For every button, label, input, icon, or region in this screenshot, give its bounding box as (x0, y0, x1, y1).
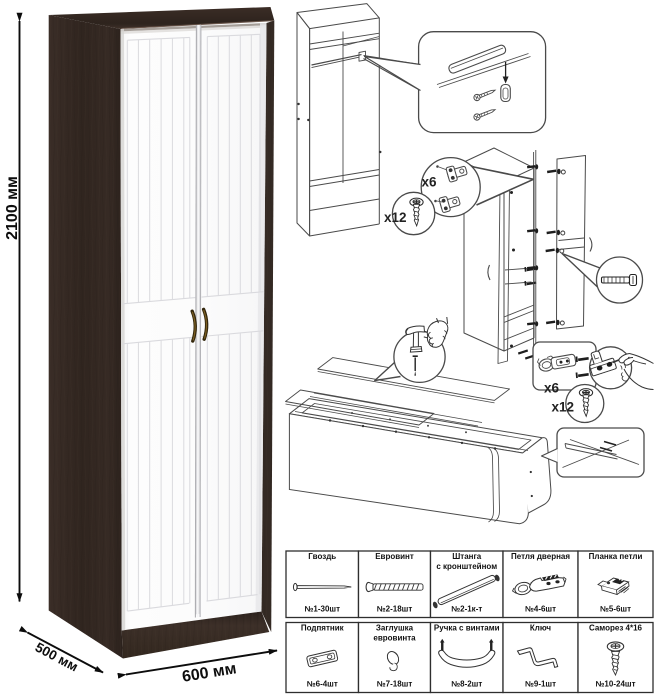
svg-text:№4-6шт: №4-6шт (525, 605, 556, 614)
svg-text:№6-4шт: №6-4шт (307, 680, 338, 689)
svg-text:x12: x12 (384, 210, 407, 225)
svg-text:№2-1к-т: №2-1к-т (451, 605, 482, 614)
svg-text:Подпятник: Подпятник (301, 624, 345, 633)
svg-text:№10-24шт: №10-24шт (596, 680, 636, 689)
svg-text:Евровинт: Евровинт (375, 552, 414, 561)
svg-text:x6: x6 (544, 381, 560, 396)
svg-text:Петля дверная: Петля дверная (511, 552, 570, 561)
svg-text:№7-18шт: №7-18шт (377, 680, 413, 689)
svg-text:Ручка с винтами: Ручка с винтами (434, 624, 500, 633)
svg-text:Саморез 4*16: Саморез 4*16 (589, 624, 643, 633)
svg-text:евровинта: евровинта (373, 634, 416, 643)
svg-text:Планка петли: Планка петли (589, 552, 643, 561)
svg-text:№9-1шт: №9-1шт (525, 680, 556, 689)
svg-text:№2-18шт: №2-18шт (377, 605, 413, 614)
svg-text:500 мм: 500 мм (33, 640, 81, 675)
svg-text:Штанга: Штанга (452, 552, 482, 561)
svg-text:2100 мм: 2100 мм (4, 176, 21, 240)
svg-text:Ключ: Ключ (530, 624, 551, 633)
svg-text:Заглушка: Заглушка (376, 624, 414, 633)
svg-text:x12: x12 (552, 400, 575, 415)
svg-text:Гвоздь: Гвоздь (308, 552, 336, 561)
svg-text:x6: x6 (422, 175, 438, 190)
svg-text:№1-30шт: №1-30шт (304, 605, 340, 614)
svg-text:№8-2шт: №8-2шт (451, 680, 482, 689)
svg-text:№5-6шт: №5-6шт (600, 605, 631, 614)
svg-text:с кронштейном: с кронштейном (436, 562, 497, 571)
